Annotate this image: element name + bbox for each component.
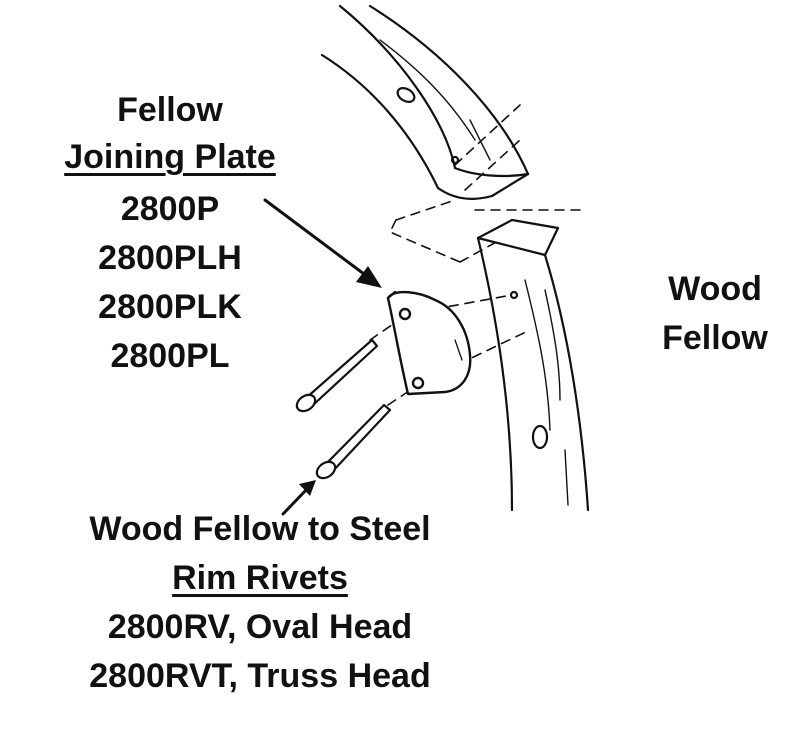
plate-part-number: 2800PLH xyxy=(98,239,242,277)
lower-fellow-segment xyxy=(476,218,590,512)
rivet-part-number: 2800RVT, Truss Head xyxy=(89,657,431,695)
arrowhead-plate-icon xyxy=(356,266,382,288)
rivet-label-line2: Rim Rivets xyxy=(172,559,348,597)
arrowhead-rivet-icon xyxy=(299,480,316,496)
rivet-lower xyxy=(315,403,392,480)
plate-label-line1: Fellow xyxy=(117,91,223,129)
arrow-to-rivets xyxy=(281,480,316,516)
upper-fellow-segment xyxy=(320,4,530,200)
plate-label-line2: Joining Plate xyxy=(64,138,276,176)
wood-label-line2: Fellow xyxy=(662,319,768,357)
joining-plate xyxy=(386,290,472,396)
rivet-part-number: 2800RV, Oval Head xyxy=(107,608,413,646)
rivet-truss-head-icon xyxy=(315,460,337,480)
arrow-to-plate xyxy=(263,198,382,288)
plate-part-number: 2800PLK xyxy=(98,288,242,326)
plate-hole-bottom-icon xyxy=(411,376,425,390)
lower-fellow-rivet-hole-icon xyxy=(509,290,519,300)
rivet-label-line1: Wood Fellow to Steel xyxy=(89,510,431,548)
plate-hole-top-icon xyxy=(398,307,412,321)
wood-label-line1: Wood xyxy=(668,270,762,308)
lower-fellow-hole-icon xyxy=(531,424,549,450)
plate-part-number: 2800P xyxy=(120,190,220,228)
rivet-upper xyxy=(295,338,379,413)
rivet-oval-head-icon xyxy=(295,393,317,413)
plate-part-number: 2800PL xyxy=(110,337,230,375)
upper-fellow-hole-icon xyxy=(396,87,416,103)
upper-fellow-rivet-hole-icon xyxy=(450,155,460,165)
